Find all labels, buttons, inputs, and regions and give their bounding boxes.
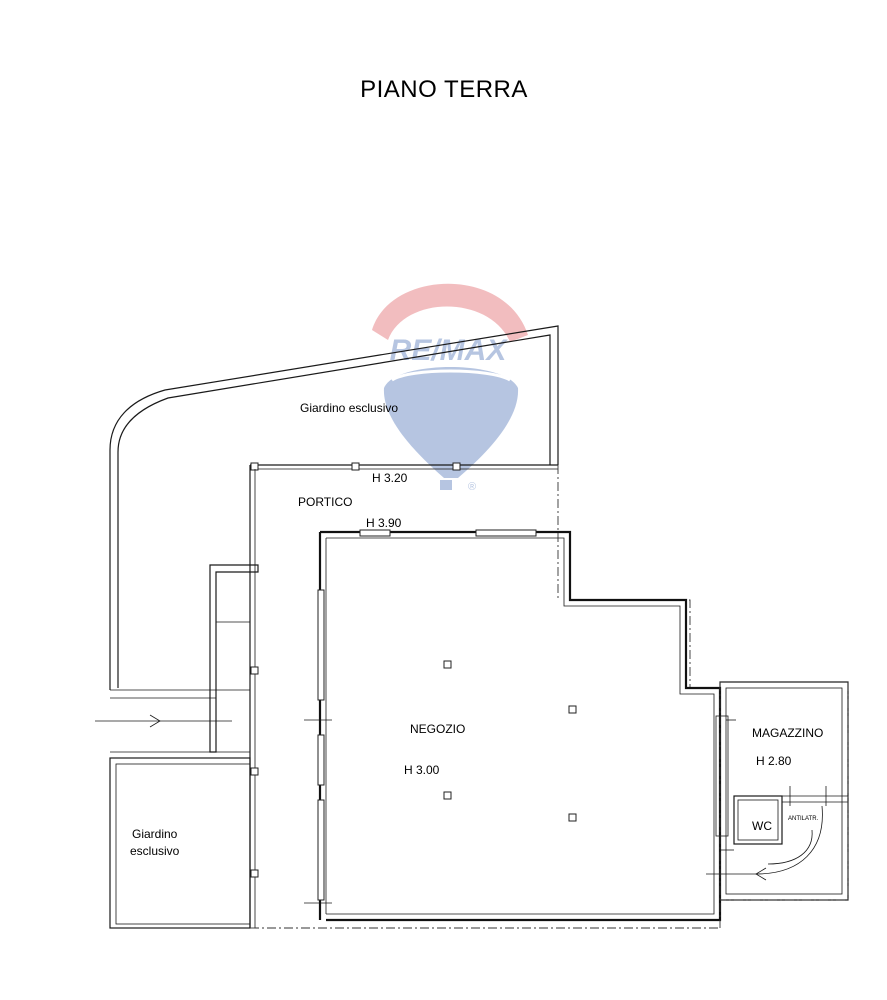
wc-label: WC: [752, 819, 772, 833]
balloon-basket: [440, 480, 452, 490]
pillar: [351, 462, 360, 471]
pillar: [443, 660, 452, 669]
pillar: [250, 869, 259, 878]
pillar: [443, 791, 452, 800]
watermark-registered-mark: ®: [468, 481, 476, 493]
property-line-right: [557, 465, 691, 688]
garden-left-boundary: [109, 757, 251, 929]
entry-structure: [110, 564, 259, 759]
window: [317, 734, 325, 786]
window: [359, 529, 391, 537]
portico-label: PORTICO: [298, 495, 352, 509]
pillar: [568, 813, 577, 822]
portico-top-wall: [250, 462, 558, 471]
antibagno-label: ANTILATR.: [788, 816, 819, 822]
plan-title: PIANO TERRA: [360, 76, 528, 103]
pillar: [568, 705, 577, 714]
garden-top-boundary: [109, 325, 559, 690]
negozio-walls: [304, 529, 722, 922]
portico-height-label: H 3.20: [372, 471, 408, 485]
pillar: [250, 462, 259, 471]
garden-left-label-line2: esclusivo: [130, 844, 180, 858]
negozio-label: NEGOZIO: [410, 722, 465, 736]
pillar: [250, 666, 259, 675]
entry-arrow: [95, 714, 232, 728]
balloon-white-stripe: [391, 369, 511, 382]
balloon-blue-body: [383, 367, 519, 478]
remax-watermark: RE/MAX ®: [372, 283, 528, 493]
window: [475, 529, 537, 537]
negozio-height-label: H 3.00: [404, 763, 440, 777]
magazzino-walls: [706, 681, 849, 901]
magazzino-label: MAGAZZINO: [752, 726, 823, 740]
property-line-east: [719, 682, 849, 928]
portico-left-wall: [249, 465, 259, 928]
pillar: [452, 462, 461, 471]
balloon-red-band: [372, 283, 528, 342]
wc-box: [733, 795, 783, 845]
magazzino-height-label: H 2.80: [756, 754, 792, 768]
garden-left-label-line1: Giardino: [132, 827, 178, 841]
window: [317, 589, 325, 701]
negozio-top-height-label: H 3.90: [366, 516, 402, 530]
pillar: [250, 767, 259, 776]
garden-top-label: Giardino esclusivo: [300, 401, 398, 415]
window: [317, 799, 325, 901]
